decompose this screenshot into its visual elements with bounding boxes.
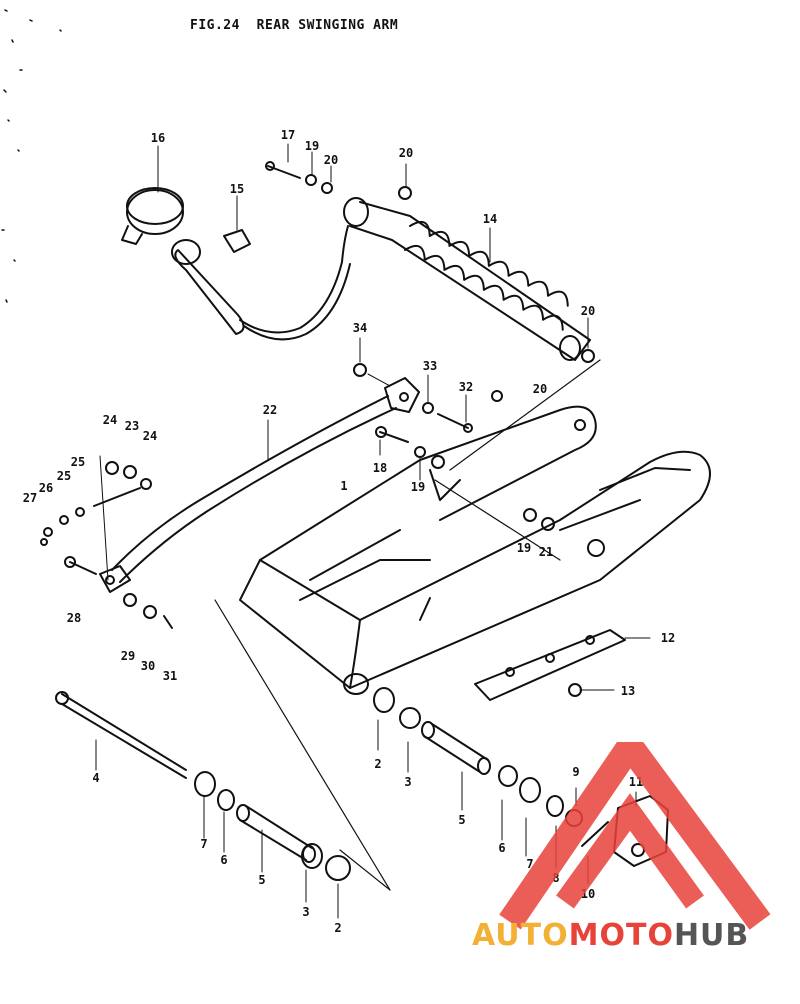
callout-24: 24	[102, 413, 118, 427]
part-1-swing-arm	[239, 405, 711, 695]
callout-16: 16	[150, 131, 166, 145]
part-20-nut	[321, 182, 333, 194]
callout-29: 29	[120, 649, 136, 663]
callout-19: 19	[410, 480, 426, 494]
callout-20: 20	[532, 382, 548, 396]
callout-1: 1	[340, 479, 348, 493]
callout-31: 31	[162, 669, 178, 683]
callout-28: 28	[66, 611, 82, 625]
callout-5: 5	[258, 873, 266, 887]
callout-9: 9	[572, 765, 580, 779]
logo-text-hub: HUB	[673, 918, 750, 953]
callout-2: 2	[374, 757, 382, 771]
callout-2: 2	[334, 921, 342, 935]
callout-4: 4	[92, 771, 100, 785]
callout-6: 6	[498, 841, 506, 855]
callout-32: 32	[458, 380, 474, 394]
part-4-pivot-shaft	[55, 691, 187, 779]
callout-8: 8	[552, 871, 560, 885]
callout-3: 3	[302, 905, 310, 919]
part-16-clamp	[121, 187, 184, 245]
pivot-axis-lines	[214, 359, 601, 891]
part-30-nut	[143, 605, 157, 619]
part-31-pin	[163, 615, 173, 629]
callout-20: 20	[580, 304, 596, 318]
part-2-bearing-left	[325, 855, 351, 881]
callout-14: 14	[482, 212, 498, 226]
callout-5: 5	[458, 813, 466, 827]
part-32-bolt	[437, 413, 469, 429]
part-32-bolt-end	[463, 423, 473, 433]
part-17-bolt	[265, 161, 301, 179]
callout-3: 3	[404, 775, 412, 789]
callout-15: 15	[229, 182, 245, 196]
part-20-nut-mid	[491, 390, 503, 402]
part-28-bolt-head	[64, 556, 76, 568]
part-6-spacer-right	[498, 765, 518, 787]
callout-12: 12	[660, 631, 676, 645]
part-18-bolt-head	[375, 426, 387, 438]
upper-mount-bracket	[384, 377, 420, 413]
part-3-seal-right	[399, 707, 421, 729]
callout-19: 19	[516, 541, 532, 555]
part-2-bearing-right	[373, 687, 395, 713]
callout-17: 17	[280, 128, 296, 142]
callout-26: 26	[38, 481, 54, 495]
callout-24: 24	[142, 429, 158, 443]
part-34-nut	[353, 363, 367, 377]
logo-text-auto: AUTO	[472, 918, 569, 953]
part-29-washer	[123, 593, 137, 607]
part-6-spacer-left	[217, 789, 235, 811]
part-34-leader	[367, 373, 391, 387]
callout-20: 20	[323, 153, 339, 167]
callout-25: 25	[56, 469, 72, 483]
part-19-washer	[305, 174, 317, 186]
automotohub-logo-triangle-icon	[499, 742, 771, 930]
part-22-torque-rod	[99, 395, 397, 593]
part-7-washer-right	[519, 777, 541, 803]
part-12-chain-guide	[474, 629, 626, 701]
part-13-screw	[568, 683, 582, 697]
part-21-nut	[541, 517, 555, 531]
callout-30: 30	[140, 659, 156, 673]
shock-reservoir	[171, 225, 351, 341]
callout-19: 19	[304, 139, 320, 153]
callout-23: 23	[124, 419, 140, 433]
left-hardware-stack	[40, 455, 152, 581]
part-7-washer-left	[194, 771, 216, 797]
callout-34: 34	[352, 321, 368, 335]
callout-25: 25	[70, 455, 86, 469]
part-5-bushing-left	[236, 804, 316, 863]
part-19-washer-lower	[523, 508, 537, 522]
part-5-bushing-right	[421, 721, 491, 775]
callout-18: 18	[372, 461, 388, 475]
part-33-washer	[422, 402, 434, 414]
callout-33: 33	[422, 359, 438, 373]
callout-21: 21	[538, 545, 554, 559]
callout-20: 20	[398, 146, 414, 160]
part-10-pin	[581, 821, 609, 847]
logo-text-moto: MOTO	[568, 918, 674, 953]
part-19-washer-upper	[414, 446, 426, 458]
part-8-washer	[546, 795, 564, 817]
part-3-seal-left	[301, 843, 323, 869]
callout-7: 7	[526, 857, 534, 871]
part-18-bolt	[379, 431, 409, 443]
callout-13: 13	[620, 684, 636, 698]
callout-22: 22	[262, 403, 278, 417]
figure-title: FIG.24 REAR SWINGING ARM	[190, 18, 399, 33]
part-20-nut-top	[398, 186, 412, 200]
callout-27: 27	[22, 491, 38, 505]
callout-7: 7	[200, 837, 208, 851]
part-15-bracket	[223, 229, 251, 253]
automotohub-logo-text: AUTOMOTOHUB	[472, 918, 749, 953]
scan-speckles	[1, 9, 62, 303]
callout-6: 6	[220, 853, 228, 867]
part-14-shock-absorber	[343, 197, 595, 363]
